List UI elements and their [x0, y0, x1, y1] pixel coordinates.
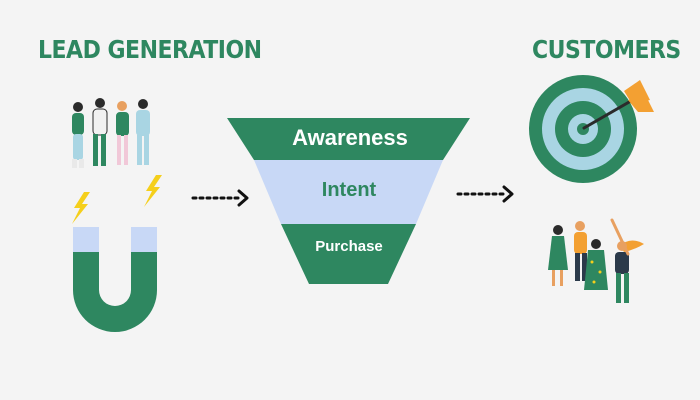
- customers-heading: CUSTOMERS: [532, 36, 681, 65]
- lightning-bolt-icon: [72, 192, 90, 224]
- magnet-icon: [73, 227, 157, 332]
- funnel-label-awareness: Awareness: [292, 125, 408, 150]
- funnel-stage-awareness: [227, 118, 470, 160]
- funnel-label-intent: Intent: [322, 179, 377, 201]
- lead-generation-heading: LEAD GENERATION: [38, 36, 262, 65]
- funnel-stage-purchase: [281, 224, 416, 284]
- funnel-label-purchase: Purchase: [315, 238, 383, 255]
- dotted-arrow-left: [191, 189, 249, 207]
- lightning-bolt-icon: [144, 175, 162, 207]
- people-group-icon: [72, 98, 150, 168]
- funnel-stage-intent: [254, 160, 443, 224]
- funnel: Awareness Intent Purchase: [227, 118, 470, 284]
- dotted-arrow-right: [456, 185, 514, 203]
- dart-icon: [582, 80, 654, 130]
- celebrating-people-icon: [548, 218, 644, 303]
